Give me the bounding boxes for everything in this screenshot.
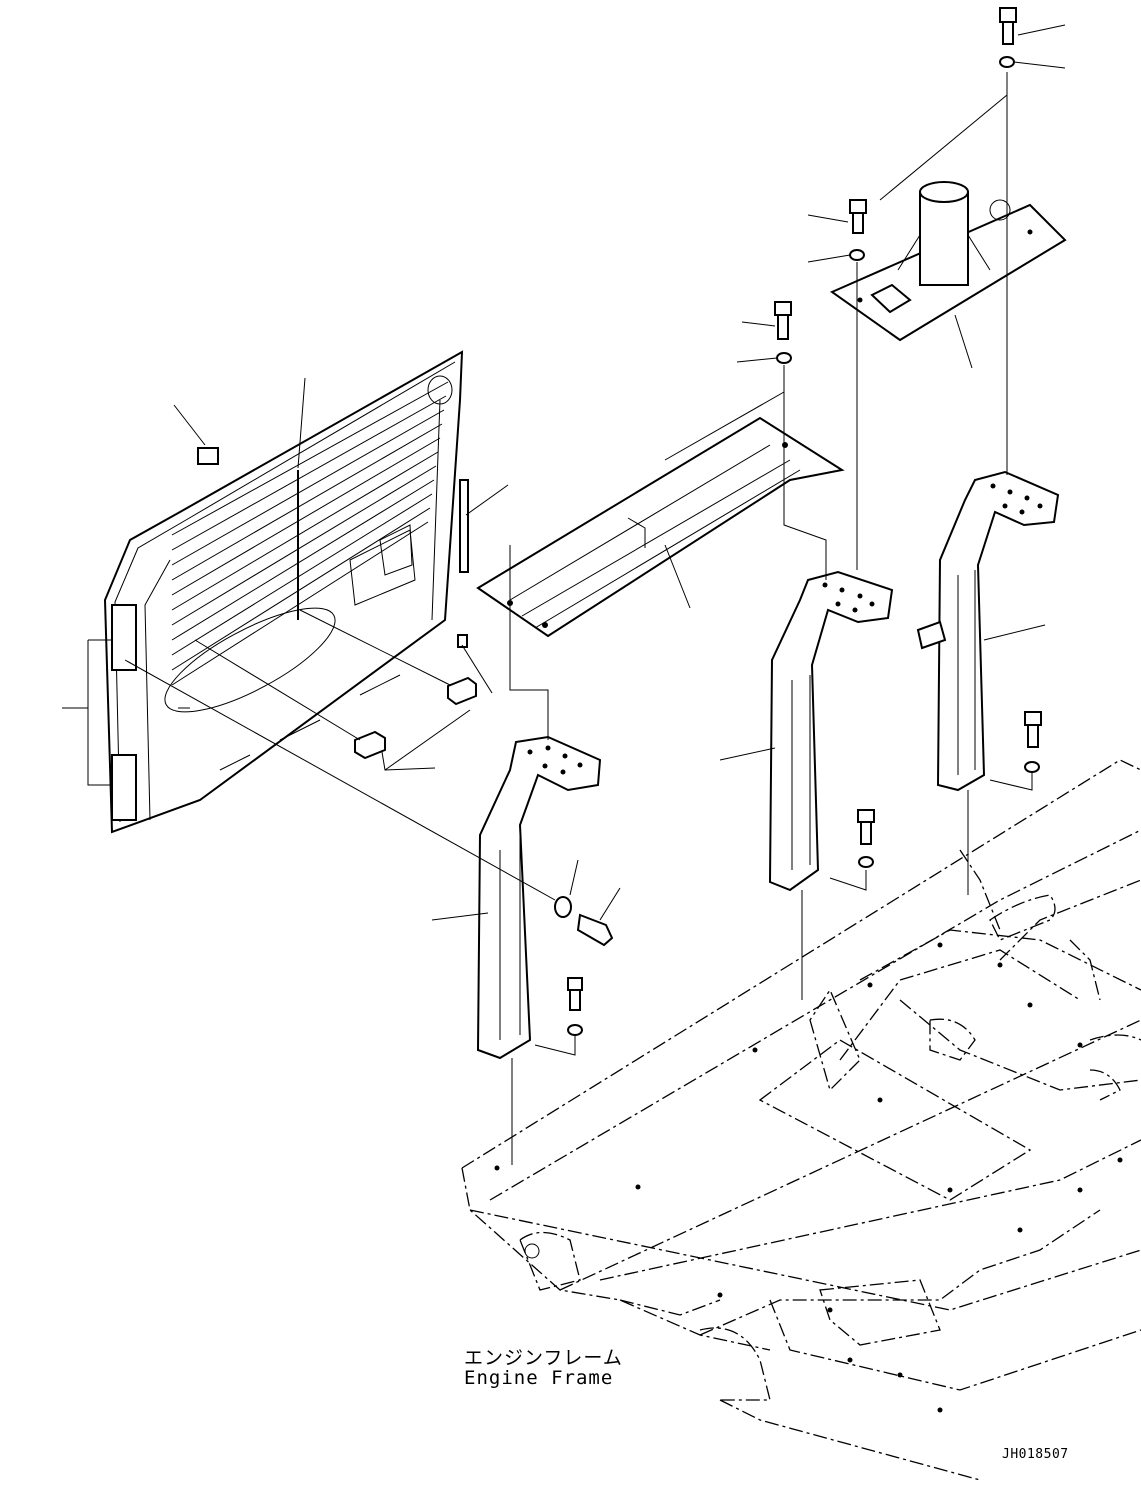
clip-part xyxy=(197,447,219,465)
side-door-panel xyxy=(103,350,464,834)
engine-frame-label-english: Engine Frame xyxy=(464,1367,614,1389)
drawing-code: JH018507 xyxy=(1002,1447,1069,1462)
engine-frame xyxy=(461,759,1141,1481)
seal-strip xyxy=(459,479,469,573)
small-plate xyxy=(457,634,468,648)
upper-cross-bracket xyxy=(476,416,845,638)
stand-right xyxy=(916,470,1060,792)
assembly-guide-lines xyxy=(124,72,1033,1165)
bolts-and-washers xyxy=(554,7,1042,1036)
cushion-pads xyxy=(354,676,477,760)
engine-frame-label-japanese: エンジンフレーム xyxy=(464,1347,623,1369)
stand-middle xyxy=(768,570,894,892)
stand-left xyxy=(476,735,602,1060)
leader-lines xyxy=(62,24,1066,921)
